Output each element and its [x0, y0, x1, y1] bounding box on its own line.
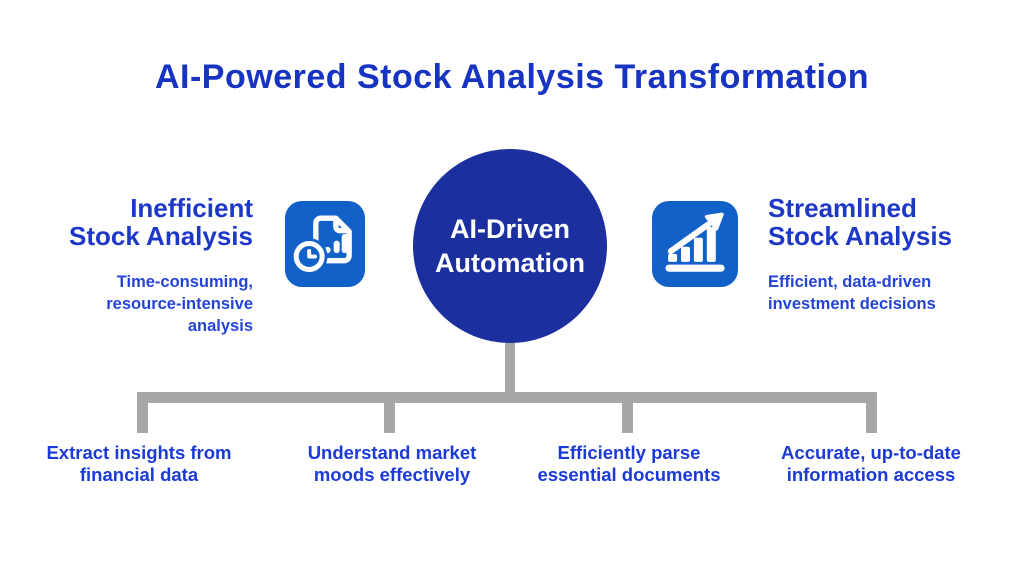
connector-drop-3 — [622, 392, 633, 433]
growth-chart-icon — [652, 201, 738, 287]
page-title: AI-Powered Stock Analysis Transformation — [154, 58, 870, 96]
document-clock-icon — [285, 201, 365, 287]
left-panel-description: Time-consuming, resource-intensive analy… — [106, 273, 253, 335]
connector-bar — [137, 392, 877, 403]
center-node: AI-Driven Automation — [413, 149, 607, 343]
growth-chart-glyph — [665, 212, 725, 272]
benefit-label: Accurate, up-to-date information access — [781, 442, 961, 485]
right-panel-heading: Streamlined Stock Analysis — [768, 193, 953, 251]
connector-stem — [505, 343, 515, 395]
benefit-label: Understand market moods effectively — [307, 442, 477, 485]
connector-drop-4 — [866, 392, 877, 433]
document-clock-glyph — [290, 215, 352, 275]
center-node-label: AI-Driven Automation — [435, 214, 585, 278]
right-panel-description: Efficient, data-driven investment decisi… — [768, 273, 936, 313]
right-panel: Streamlined Stock Analysis Efficient, da… — [768, 194, 1008, 315]
left-panel: Inefficient Stock Analysis Time-consumin… — [13, 194, 253, 337]
benefit-label: Extract insights from financial data — [46, 442, 232, 485]
benefit-label: Efficiently parse essential documents — [537, 442, 721, 485]
connector-drop-1 — [137, 392, 148, 433]
left-panel-heading: Inefficient Stock Analysis — [68, 193, 253, 251]
connector-drop-2 — [384, 392, 395, 433]
